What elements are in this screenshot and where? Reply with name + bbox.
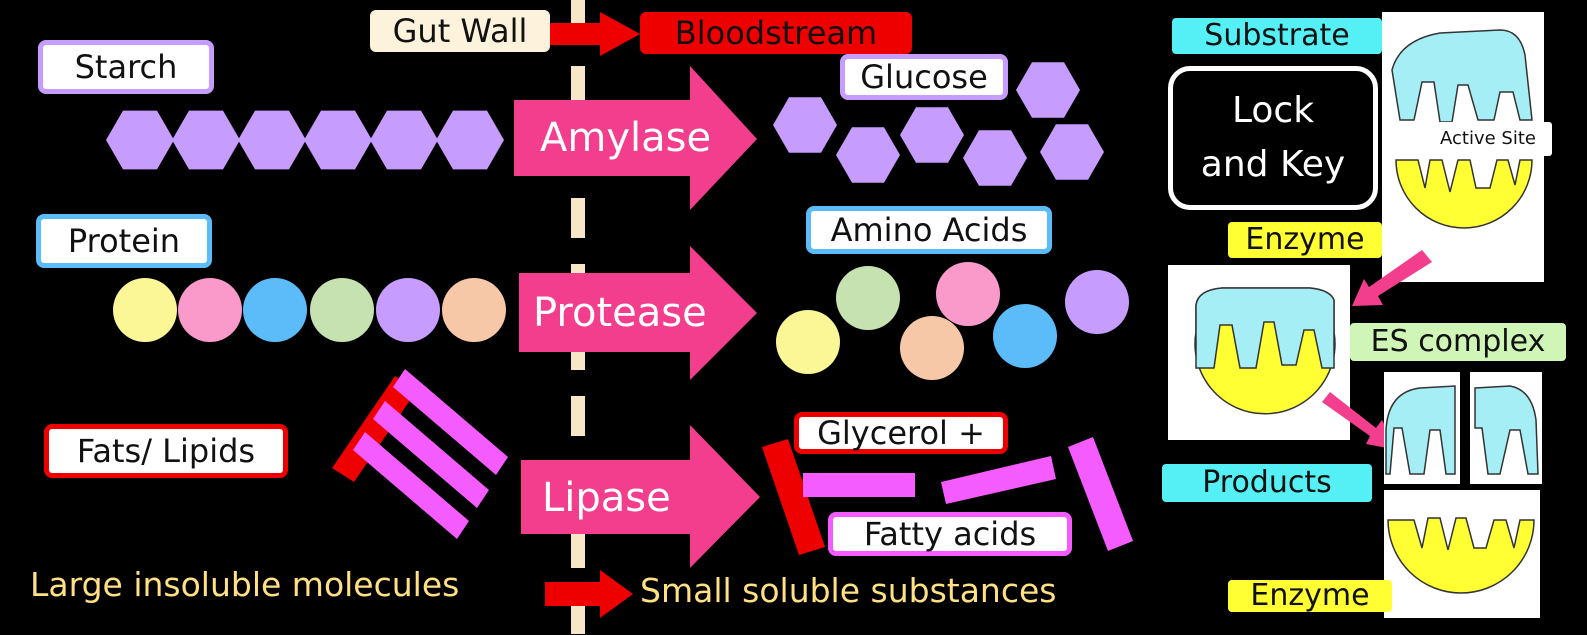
product-shape-left	[1385, 385, 1456, 475]
protein-amino-acid-unit	[243, 278, 307, 342]
protein-amino-acid-unit	[376, 278, 440, 342]
fatty-acids-label: Fatty acids	[828, 512, 1072, 556]
glucose-molecule	[1016, 62, 1080, 118]
starch-glucose-unit	[172, 110, 240, 170]
lock-and-key-line2: and Key	[1200, 144, 1346, 185]
amino-acid-molecules	[776, 262, 1129, 380]
active-site-label: Active Site	[1424, 122, 1552, 156]
amino-acid-molecule	[836, 266, 900, 330]
lipids-label: Fats/ Lipids	[44, 424, 288, 478]
starch-glucose-unit	[370, 110, 438, 170]
lipase-arrow	[521, 425, 760, 568]
enzyme-shape-bottom	[1387, 517, 1535, 594]
enzyme-label-bottom: Enzyme	[1228, 580, 1392, 612]
gut-to-blood-arrow	[549, 12, 640, 56]
large-insoluble-text: Large insoluble molecules	[30, 565, 460, 604]
protein-amino-acid-unit	[310, 278, 374, 342]
protein-label: Protein	[36, 214, 212, 268]
glucose-molecule	[773, 97, 837, 153]
lipid-molecule	[332, 369, 508, 539]
glucose-molecule	[1040, 124, 1104, 180]
starch-glucose-unit	[238, 110, 306, 170]
small-soluble-text: Small soluble substances	[640, 571, 1057, 610]
lock-and-key-line1: Lock	[1231, 90, 1315, 131]
enzyme-label-top: Enzyme	[1228, 222, 1382, 258]
glucose-molecules	[773, 62, 1104, 186]
substrate-shape-top	[1391, 29, 1533, 123]
glucose-molecule	[836, 127, 900, 183]
arrow-to-products	[1322, 392, 1398, 450]
glucose-molecule	[900, 107, 964, 163]
starch-label: Starch	[38, 40, 214, 94]
arrow-to-es-complex	[1352, 250, 1432, 306]
protein-amino-acid-unit	[178, 278, 242, 342]
starch-glucose-unit	[106, 110, 174, 170]
starch-chain	[106, 110, 504, 170]
protease-text: Protease	[533, 290, 707, 336]
es-substrate-shape	[1195, 287, 1335, 369]
starch-glucose-unit	[304, 110, 372, 170]
amino-acid-molecule	[993, 304, 1057, 368]
amino-acid-molecule	[936, 262, 1000, 326]
amino-acid-molecule	[900, 316, 964, 380]
insoluble-to-soluble-arrow	[545, 570, 633, 618]
gut-wall-label: Gut Wall	[370, 10, 550, 52]
amylase-text: Amylase	[540, 115, 712, 161]
amylase-arrow	[514, 66, 757, 210]
protein-chain	[113, 278, 506, 342]
amino-acid-molecule	[1065, 270, 1129, 334]
lock-and-key-title: Lock and Key	[1168, 66, 1378, 210]
glucose-molecule	[963, 130, 1027, 186]
bloodstream-label: Bloodstream	[640, 12, 912, 54]
product-shape-right	[1474, 385, 1539, 475]
protease-arrow	[519, 246, 757, 380]
es-complex-label: ES complex	[1350, 323, 1566, 361]
glycerol-fatty-acids	[762, 437, 1133, 555]
glycerol-label: Glycerol +	[794, 412, 1008, 454]
protein-amino-acid-unit	[113, 278, 177, 342]
enzyme-shape-top	[1395, 159, 1533, 229]
lipase-text: Lipase	[542, 475, 671, 521]
protein-amino-acid-unit	[442, 278, 506, 342]
glucose-label: Glucose	[840, 54, 1008, 100]
amino-acids-label: Amino Acids	[806, 206, 1052, 254]
substrate-label: Substrate	[1172, 18, 1382, 54]
products-label: Products	[1162, 464, 1372, 502]
amino-acid-molecule	[776, 310, 840, 374]
starch-glucose-unit	[436, 110, 504, 170]
